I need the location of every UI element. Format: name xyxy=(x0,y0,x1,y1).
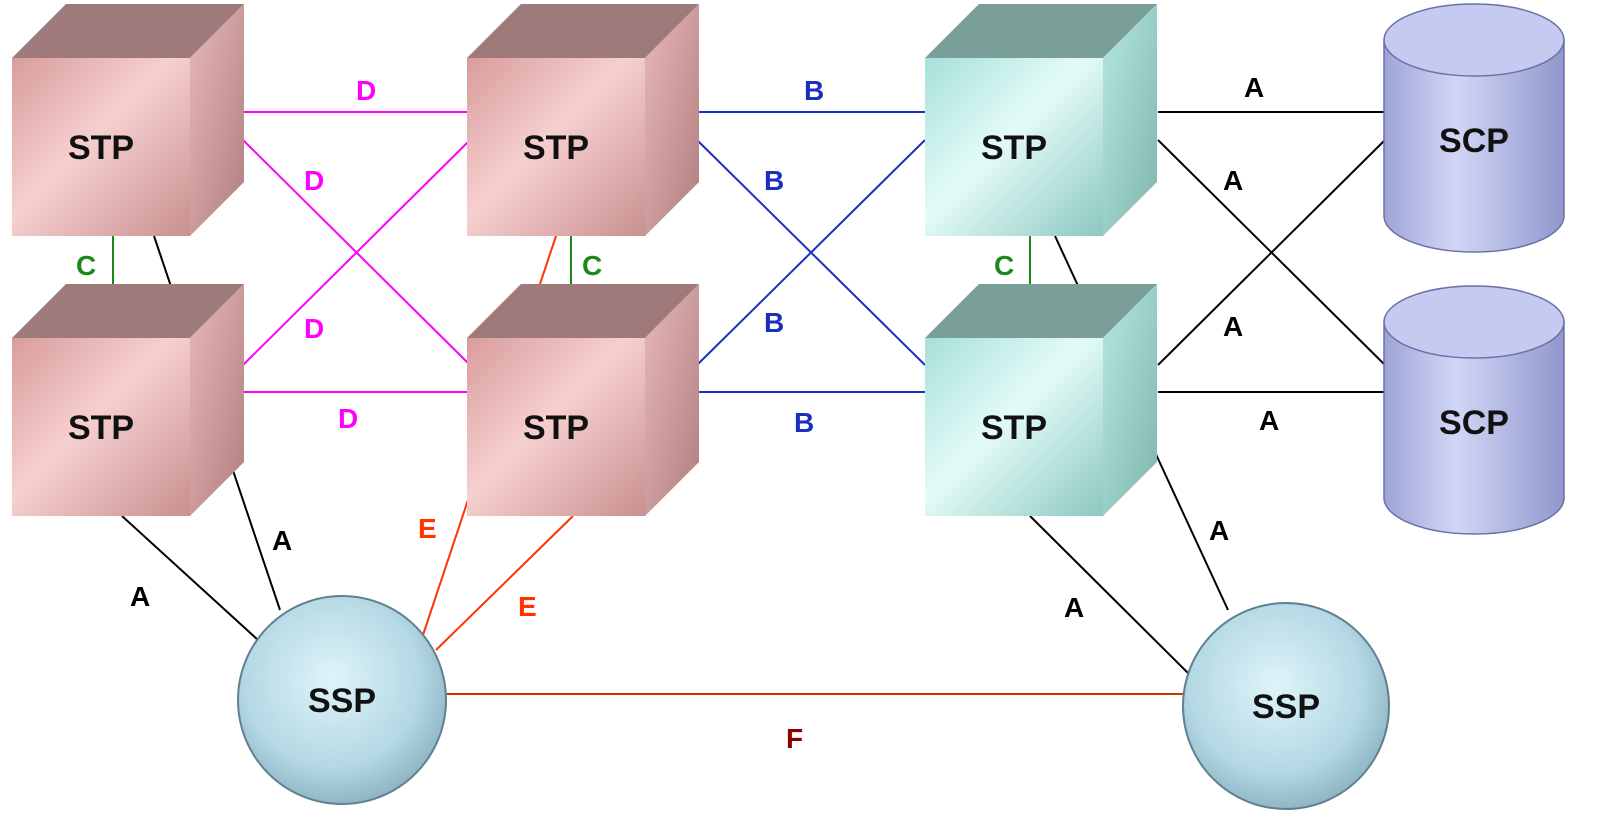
stp-label: STP xyxy=(68,409,134,447)
cube-top-face xyxy=(467,4,699,58)
link-label-c-middle: C xyxy=(582,250,602,281)
link-a-scp-cross-up xyxy=(1157,139,1386,366)
link-label-a-ssp-left-outer: A xyxy=(130,581,150,612)
stp-node-3: STP xyxy=(467,4,699,236)
link-label-e-lower: E xyxy=(518,591,537,622)
cube-front-face xyxy=(925,58,1103,236)
link-label-c-right: C xyxy=(994,250,1014,281)
link-label-a-ssp-right-outer: A xyxy=(1209,515,1229,546)
link-label-b-top: B xyxy=(804,75,824,106)
link-label-e-upper: E xyxy=(418,513,437,544)
link-label-a-ssp-right-inner: A xyxy=(1064,592,1084,623)
cube-front-face xyxy=(12,58,190,236)
sphere-body xyxy=(1182,602,1390,810)
link-label-b-cross-upper: B xyxy=(764,165,784,196)
ssp-node-1: SSP xyxy=(237,595,447,805)
cube-front-face xyxy=(467,338,645,516)
link-e-lower xyxy=(435,515,574,651)
nodes-layer: STP STP STP STP STP STP SCP SCP SSP SSP xyxy=(12,3,1565,810)
link-label-a-scp-top: A xyxy=(1244,72,1264,103)
stp-node-4: STP xyxy=(467,284,699,516)
ssp-label: SSP xyxy=(1252,688,1320,726)
cube-side-face xyxy=(190,4,244,236)
link-labels-layer: D D D D B B B B C C C A A A A A A A A E … xyxy=(76,72,1279,754)
stp-node-6: STP xyxy=(925,284,1157,516)
cube-front-face xyxy=(467,58,645,236)
link-label-a-scp-cross-lower: A xyxy=(1223,311,1243,342)
stp-node-5: STP xyxy=(925,4,1157,236)
scp-node-2: SCP xyxy=(1383,285,1565,535)
link-label-a-scp-bottom: A xyxy=(1259,405,1279,436)
cube-top-face xyxy=(12,284,244,338)
link-label-c-left: C xyxy=(76,250,96,281)
scp-node-1: SCP xyxy=(1383,3,1565,253)
link-label-b-cross-lower: B xyxy=(764,307,784,338)
cylinder-top xyxy=(1383,3,1565,77)
stp-node-2: STP xyxy=(12,284,244,516)
link-label-d-cross-upper: D xyxy=(304,165,324,196)
stp-label: STP xyxy=(981,129,1047,167)
stp-label: STP xyxy=(68,129,134,167)
link-label-d-top: D xyxy=(356,75,376,106)
stp-node-1: STP xyxy=(12,4,244,236)
scp-label: SCP xyxy=(1439,404,1509,442)
link-label-a-scp-cross-upper: A xyxy=(1223,165,1243,196)
link-d-cross-up xyxy=(242,139,471,366)
cube-top-face xyxy=(12,4,244,58)
link-b-cross-up xyxy=(696,139,926,366)
cube-top-face xyxy=(467,284,699,338)
cube-side-face xyxy=(645,4,699,236)
link-label-a-ssp-left-inner: A xyxy=(272,525,292,556)
link-label-d-bottom: D xyxy=(338,403,358,434)
stp-label: STP xyxy=(981,409,1047,447)
cylinder-top xyxy=(1383,285,1565,359)
link-a-ssp-left-outer xyxy=(121,515,259,641)
link-label-f: F xyxy=(786,723,803,754)
ssp-node-2: SSP xyxy=(1182,602,1390,810)
ssp-label: SSP xyxy=(308,682,376,720)
cube-side-face xyxy=(645,284,699,516)
cube-side-face xyxy=(190,284,244,516)
link-label-b-bottom: B xyxy=(794,407,814,438)
stp-label: STP xyxy=(523,409,589,447)
cube-side-face xyxy=(1103,4,1157,236)
cube-top-face xyxy=(925,4,1157,58)
link-label-d-cross-lower: D xyxy=(304,313,324,344)
cube-front-face xyxy=(925,338,1103,516)
link-a-ssp-right-inner xyxy=(1029,515,1191,676)
sphere-body xyxy=(237,595,447,805)
stp-label: STP xyxy=(523,129,589,167)
scp-label: SCP xyxy=(1439,122,1509,160)
cylinder-body xyxy=(1383,39,1565,253)
cylinder-body xyxy=(1383,321,1565,535)
cube-side-face xyxy=(1103,284,1157,516)
cube-front-face xyxy=(12,338,190,516)
cube-top-face xyxy=(925,284,1157,338)
